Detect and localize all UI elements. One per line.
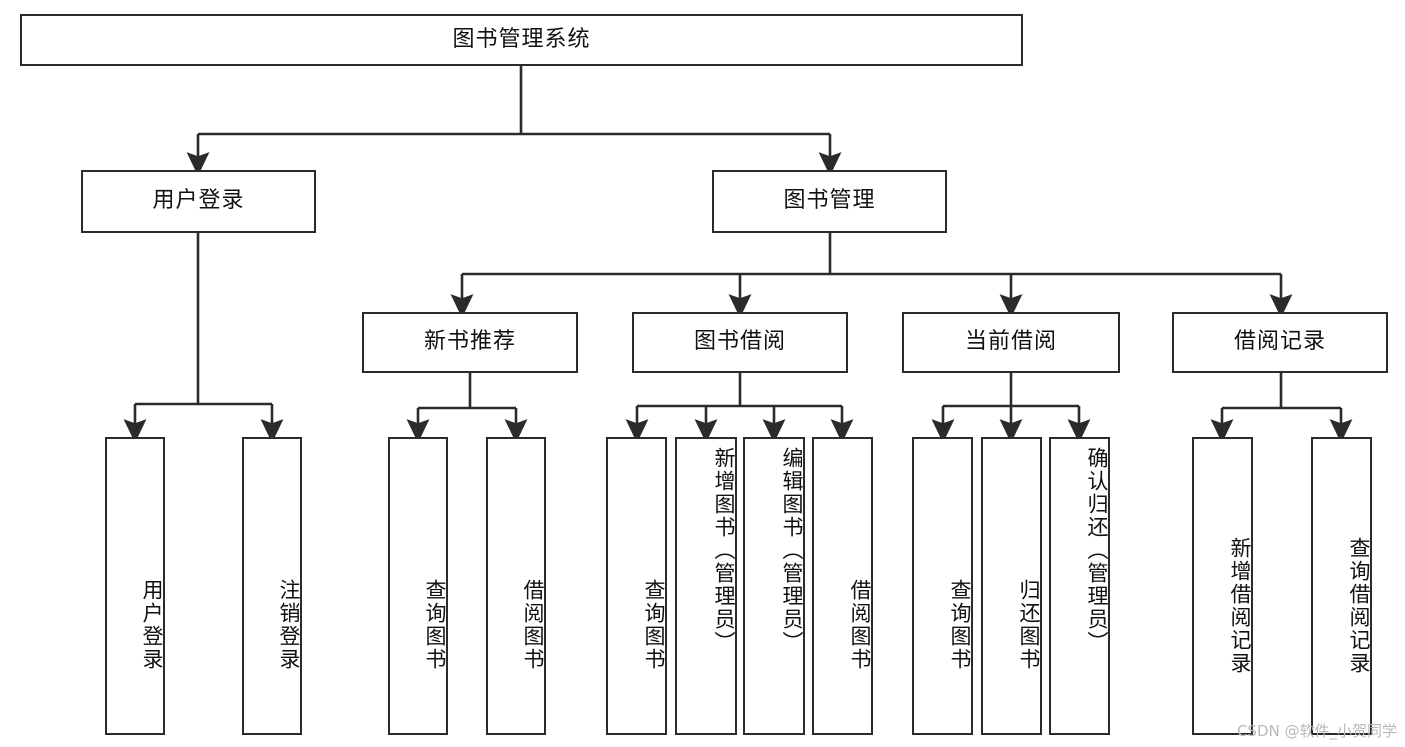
leaf-query-borrow-record[interactable]: 查询借阅记录	[1311, 437, 1372, 735]
node-label: 注销登录	[277, 579, 301, 671]
leaf-user-login[interactable]: 用户登录	[105, 437, 165, 735]
node-label: 编辑图书（管理员）	[780, 447, 804, 654]
leaf-query-book-current[interactable]: 查询图书	[912, 437, 973, 735]
leaf-return-book[interactable]: 归还图书	[981, 437, 1042, 735]
node-label: 查询图书	[423, 579, 447, 671]
node-label: 新增借阅记录	[1228, 537, 1252, 675]
node-label: 新书推荐	[423, 329, 516, 355]
node-label: 借阅图书	[848, 579, 872, 671]
node-user-login[interactable]: 用户登录	[81, 170, 316, 233]
node-label: 新增图书（管理员）	[712, 447, 736, 654]
leaf-query-book-borrow[interactable]: 查询图书	[606, 437, 667, 735]
node-label: 图书借阅	[693, 329, 786, 355]
leaf-borrow-book-recommend[interactable]: 借阅图书	[486, 437, 546, 735]
node-label: 用户登录	[140, 579, 164, 671]
leaf-edit-book-admin[interactable]: 编辑图书（管理员）	[743, 437, 805, 735]
leaf-borrow-book[interactable]: 借阅图书	[812, 437, 873, 735]
node-label: 借阅记录	[1233, 329, 1326, 355]
leaf-query-book-recommend[interactable]: 查询图书	[388, 437, 448, 735]
node-label: 归还图书	[1017, 579, 1041, 671]
node-label: 用户登录	[152, 188, 245, 214]
node-label: 查询图书	[642, 579, 666, 671]
node-book-management[interactable]: 图书管理	[712, 170, 947, 233]
watermark-text: CSDN @软件_小贺同学	[1236, 722, 1397, 740]
leaf-logout[interactable]: 注销登录	[242, 437, 302, 735]
leaf-confirm-return-admin[interactable]: 确认归还（管理员）	[1049, 437, 1110, 735]
node-borrow-record[interactable]: 借阅记录	[1172, 312, 1388, 373]
node-label: 查询图书	[948, 579, 972, 671]
node-book-borrow[interactable]: 图书借阅	[632, 312, 848, 373]
node-label: 查询借阅记录	[1347, 537, 1371, 675]
node-label: 借阅图书	[521, 579, 545, 671]
node-new-book-recommend[interactable]: 新书推荐	[362, 312, 578, 373]
node-label: 图书管理	[783, 188, 876, 214]
node-label: 当前借阅	[964, 329, 1057, 355]
node-label: 图书管理系统	[452, 26, 591, 52]
node-current-borrow[interactable]: 当前借阅	[902, 312, 1120, 373]
node-label: 确认归还（管理员）	[1085, 447, 1109, 654]
node-root-book-management-system[interactable]: 图书管理系统	[20, 14, 1023, 66]
leaf-add-borrow-record[interactable]: 新增借阅记录	[1192, 437, 1253, 735]
leaf-add-book-admin[interactable]: 新增图书（管理员）	[675, 437, 737, 735]
